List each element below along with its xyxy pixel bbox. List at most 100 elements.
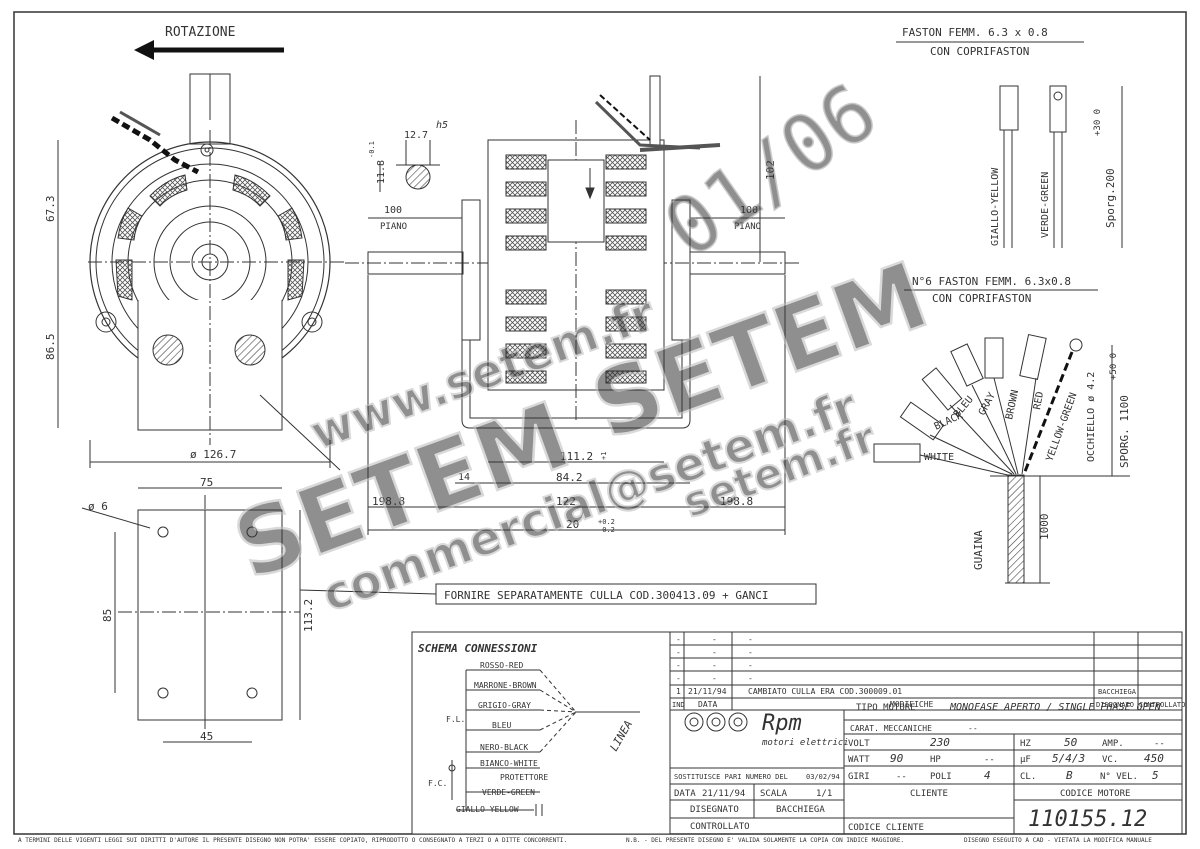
- rev-row-5-text: CAMBIATO CULLA ERA COD.300009.01: [748, 687, 902, 696]
- schema-connessioni: [411, 631, 671, 835]
- rotation-indicator: ROTAZIONE: [134, 25, 284, 60]
- schema-wire-yellow: GIALLO-YELLOW: [456, 805, 519, 814]
- sporg-1100: SPORG. 1100: [1118, 395, 1131, 468]
- amp-label: AMP.: [1102, 739, 1124, 749]
- vc-value: 450: [1144, 752, 1164, 765]
- data-label: DATA: [674, 789, 696, 799]
- winding-slots: [505, 154, 647, 384]
- faston-single: [896, 41, 1123, 248]
- disegnato-label: DISEGNATO: [690, 805, 739, 815]
- dim-100-left: 100: [384, 205, 402, 216]
- hp-label: HP: [930, 755, 941, 765]
- tipo-motore-label: TIPO MOTORE: [856, 703, 916, 713]
- codice-motore: 110155.12: [1028, 807, 1147, 832]
- watt-value: 90: [890, 752, 904, 765]
- bracket-view: [81, 487, 301, 743]
- schema-wire-green: VERDE-GREEN: [482, 788, 535, 797]
- rev-row-1-n: -: [676, 635, 681, 644]
- rotation-label: ROTAZIONE: [165, 25, 235, 40]
- schema-wire-black: NERO-BLACK: [480, 743, 528, 752]
- sporg-200-tol: +30 0: [1093, 109, 1103, 136]
- dim-102: 102: [764, 160, 777, 180]
- volt-label: VOLT: [848, 739, 870, 749]
- giri-value: --: [896, 772, 907, 782]
- rev-row-1-date: -: [712, 635, 717, 644]
- dim-111-2: 111.2: [560, 450, 593, 463]
- amp-value: --: [1154, 739, 1165, 749]
- occhiello: OCCHIELLO ø 4.2: [1086, 372, 1097, 462]
- poli-value: 4: [984, 769, 991, 782]
- wire-red: RED: [1032, 391, 1046, 411]
- rev-row-4-n: -: [676, 674, 681, 683]
- dim-122: 122: [556, 495, 576, 508]
- dim-126-7: ø 126.7: [190, 448, 236, 461]
- codice-motore-label: CODICE MOTORE: [1060, 789, 1130, 799]
- schema-wire-red: ROSSO-RED: [480, 661, 524, 670]
- footer-cad: DISEGNO ESEGUITO A CAD - VIETATA LA MODI…: [964, 837, 1152, 844]
- carat-value: --: [968, 724, 978, 733]
- dim-14: 14: [458, 472, 470, 483]
- schema-title: SCHEMA CONNESSIONI: [418, 642, 538, 655]
- poli-label: POLI: [930, 772, 952, 782]
- wire-gray: GRAY: [977, 391, 998, 417]
- shaft-section: [379, 140, 440, 192]
- rev-head-controllato: CONTROLLATO: [1139, 701, 1185, 709]
- rev-row-3-n: -: [676, 661, 681, 670]
- culla-note: FORNIRE SEPARATAMENTE CULLA COD.300413.0…: [444, 589, 769, 602]
- dim-tol-m0-2: -0.2: [598, 526, 615, 534]
- rev-row-3-date: -: [712, 661, 717, 670]
- data-value: 21/11/94: [702, 789, 745, 799]
- rev-row-5-by: BACCHIEGA: [1098, 688, 1137, 696]
- rev-head-data: DATA: [698, 700, 717, 709]
- side-view: [345, 75, 800, 535]
- schema-wire-brown: MARRONE-BROWN: [474, 681, 537, 690]
- cl-label: CL.: [1020, 772, 1036, 782]
- rev-row-5-date: 21/11/94: [688, 687, 727, 696]
- dim-86-5: 86.5: [44, 334, 57, 361]
- controllato-label: CONTROLLATO: [690, 822, 750, 832]
- footer-copyright: A TERMINI DELLE VIGENTI LEGGI SUI DIRITT…: [18, 837, 567, 844]
- nvel-value: 5: [1152, 769, 1159, 782]
- dim-20: 20: [566, 518, 579, 531]
- carat-label: CARAT. MECCANICHE: [850, 724, 932, 733]
- watermark-handwritten: 01/06: [649, 67, 893, 275]
- dim-67-3: 67.3: [44, 196, 57, 223]
- schema-fc: F.C.: [428, 779, 447, 788]
- dim-100-right: 100: [740, 205, 758, 216]
- brand-name: Rpm: [762, 711, 802, 736]
- faston-multi-subtitle: CON COPRIFASTON: [932, 292, 1031, 305]
- wire-brown: BROWN: [1004, 389, 1021, 421]
- wire-verde-green: VERDE-GREEN: [1040, 172, 1051, 238]
- dim-tol-0-2: +0.2: [598, 518, 615, 526]
- dim-84-2: 84.2: [556, 471, 583, 484]
- schema-wire-bleu: BLEU: [492, 721, 511, 730]
- hz-label: HZ: [1020, 739, 1031, 749]
- rev-head-disegnato: DISEGNATO: [1096, 701, 1134, 709]
- sporg-1100-tol: +50 0: [1109, 353, 1119, 380]
- faston-multi: [873, 289, 1130, 584]
- watt-label: WATT: [848, 755, 870, 765]
- rev-row-2-n: -: [676, 648, 681, 657]
- dim-11-8: 11.8: [376, 160, 387, 184]
- uf-label: µF: [1020, 755, 1031, 765]
- rev-row-3-text: -: [748, 661, 753, 670]
- dim-75: 75: [200, 476, 213, 489]
- rev-head-modifiche: MODIFICHE: [890, 700, 934, 709]
- dim-198-8-left: 198.8: [372, 495, 405, 508]
- faston-single-title: FASTON FEMM. 6.3 x 0.8: [902, 26, 1048, 39]
- guaina-label: GUAINA: [972, 530, 985, 570]
- wire-white: WHITE: [924, 452, 954, 463]
- schema-wire-gray: GRIGIO-GRAY: [478, 701, 531, 710]
- schema-wire-white: BIANCO-WHITE: [480, 759, 538, 768]
- brand-sub: motori elettrici: [761, 738, 849, 748]
- codice-cliente-label: CODICE CLIENTE: [848, 823, 924, 833]
- giri-label: GIRI: [848, 772, 870, 782]
- rev-row-4-text: -: [748, 674, 753, 683]
- disegnato-value: BACCHIEGA: [776, 805, 825, 815]
- dim-h5: h5: [436, 120, 448, 131]
- volt-value: 230: [930, 736, 950, 749]
- scala-label: SCALA: [760, 789, 788, 799]
- dim-tol-small: -0.1: [368, 141, 376, 158]
- faston-multi-title: N°6 FASTON FEMM. 6.3x0.8: [912, 275, 1071, 288]
